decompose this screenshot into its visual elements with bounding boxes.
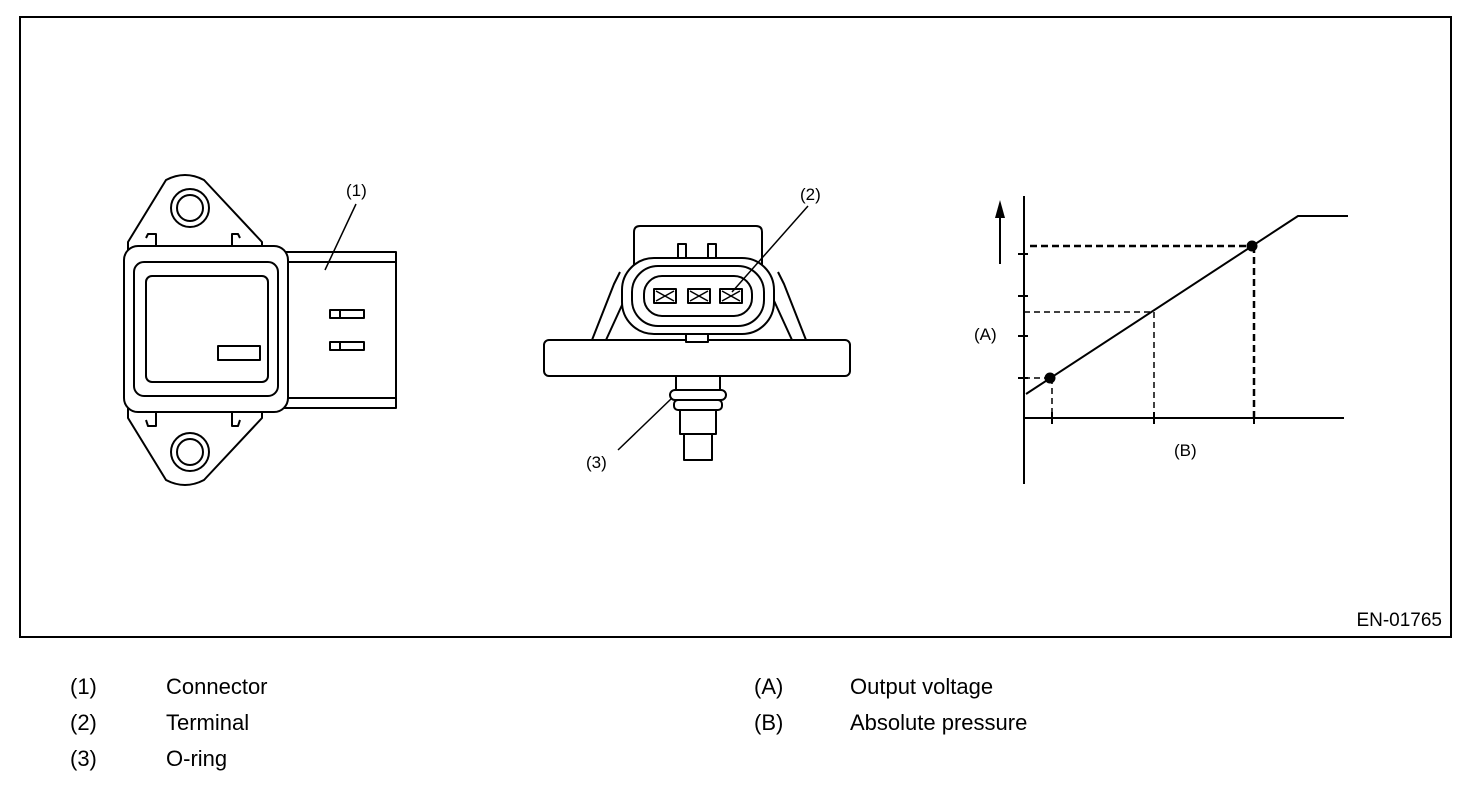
o-ring — [669, 389, 727, 401]
callout-1: (1) — [346, 181, 367, 200]
mounting-flange — [127, 174, 263, 486]
connector-shell — [633, 225, 763, 268]
leader-line-2 — [731, 205, 809, 293]
legend-item: (3) O-ring — [70, 746, 570, 772]
sensor-label-plate — [217, 345, 261, 361]
base-plate — [543, 339, 851, 377]
legend-item: (1) Connector — [70, 674, 570, 700]
sensor-top-plate — [145, 275, 269, 383]
mounting-hole-bottom — [170, 432, 210, 472]
connector-housing — [279, 251, 397, 409]
guide-lines — [1024, 311, 1155, 418]
sensor-body-recess — [133, 261, 279, 397]
leader-line-3 — [617, 397, 673, 451]
characteristic-graph — [995, 196, 1348, 484]
legend-key: (2) — [70, 710, 97, 735]
legend-left: (1) Connector (2) Terminal (3) O-ring — [70, 674, 570, 774]
callout-2: (2) — [800, 185, 821, 204]
pressure-port — [683, 433, 713, 461]
axis-label-b: (B) — [1174, 441, 1197, 460]
legend-key: (A) — [754, 674, 784, 699]
legend-text: Absolute pressure — [850, 710, 1028, 735]
legend-item: (A) Output voltage — [754, 674, 1254, 700]
legend-key: (B) — [754, 710, 784, 735]
sensor-front-view — [543, 205, 851, 461]
connector-slot-upper — [329, 309, 365, 319]
sensor-top-view — [123, 174, 397, 486]
legend-text: Terminal — [166, 710, 250, 735]
legend-item: (2) Terminal — [70, 710, 570, 736]
figure-frame: EN-01765 — [19, 16, 1452, 638]
legend-key: (3) — [70, 746, 97, 771]
sensor-body — [123, 245, 289, 413]
legend-text: Connector — [166, 674, 268, 699]
mounting-hole-top — [170, 188, 210, 228]
legend-item: (B) Absolute pressure — [754, 710, 1254, 736]
characteristic-line — [1025, 215, 1348, 395]
terminal-pins — [653, 288, 743, 304]
leader-line-1 — [324, 203, 357, 271]
callout-3: (3) — [586, 453, 607, 472]
point-low — [1044, 372, 1056, 384]
figure-id: EN-01765 — [1356, 610, 1442, 631]
legend-right: (A) Output voltage (B) Absolute pressure — [754, 674, 1254, 738]
point-high — [1246, 240, 1258, 252]
legend-key: (1) — [70, 674, 97, 699]
legend-text: O-ring — [166, 746, 228, 771]
connector-slot-lower — [329, 341, 365, 351]
axis-label-a: (A) — [974, 325, 997, 344]
legend-text: Output voltage — [850, 674, 994, 699]
port-neck — [675, 375, 721, 391]
sensor-diagram: (1) — [123, 174, 1348, 486]
